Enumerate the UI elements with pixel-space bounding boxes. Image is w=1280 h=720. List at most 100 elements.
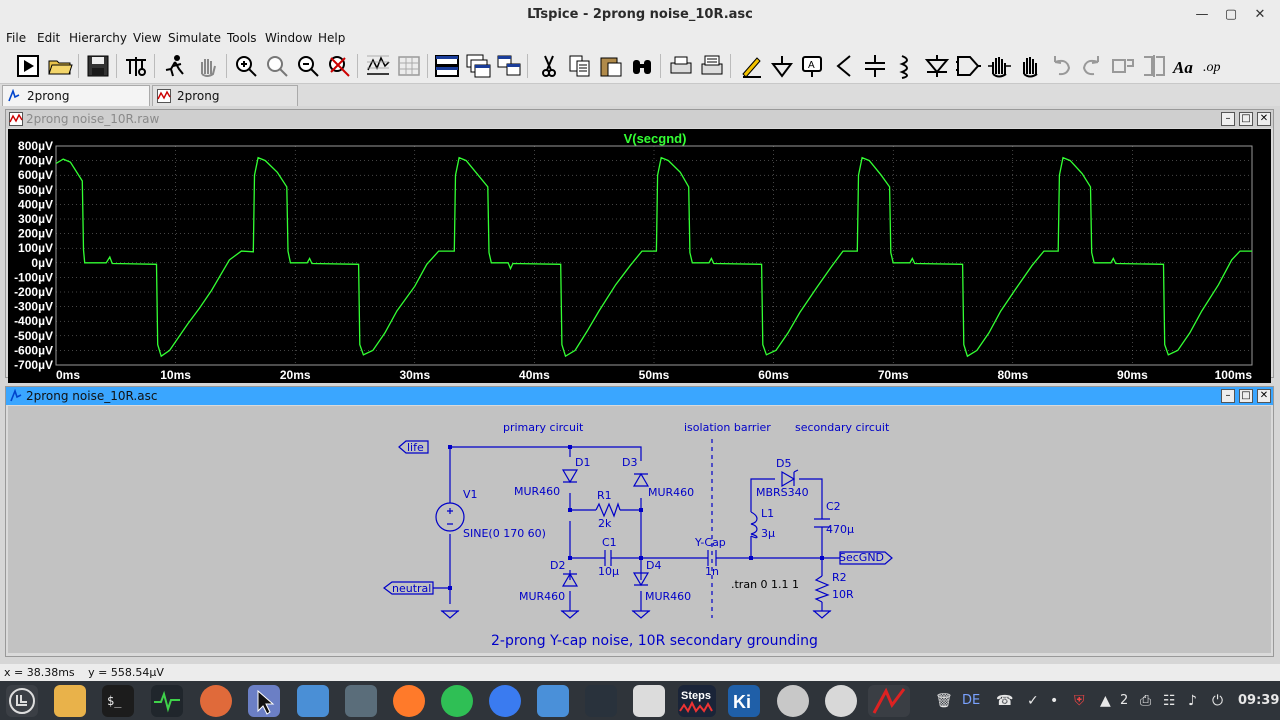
ground-icon[interactable] — [768, 52, 796, 80]
minimize-button[interactable]: – — [1221, 112, 1235, 126]
waveform-window-titlebar[interactable]: 2prong noise_10R.raw – □ ✕ — [6, 110, 1273, 128]
close-button[interactable]: ✕ — [1254, 7, 1266, 22]
run-icon[interactable] — [14, 52, 42, 80]
v1-value[interactable]: SINE(0 170 60) — [463, 527, 546, 540]
schematic-canvas[interactable]: primary circuit isolation barrier second… — [8, 406, 1271, 653]
print-icon[interactable] — [698, 52, 726, 80]
menu-hierarchy[interactable]: Hierarchy — [69, 31, 128, 45]
tran-directive[interactable]: .tran 0 1.1 1 — [731, 578, 799, 591]
trash-icon[interactable]: 🗑 — [935, 693, 953, 709]
c1-label[interactable]: C1 — [602, 536, 617, 549]
open-folder-icon[interactable] — [46, 52, 74, 80]
minimize-button[interactable]: — — [1195, 7, 1209, 22]
l1-value[interactable]: 3µ — [761, 527, 775, 540]
whatsapp-icon[interactable] — [441, 685, 473, 717]
rotate-icon[interactable] — [1109, 52, 1137, 80]
tile-vertical-icon[interactable] — [495, 52, 523, 80]
d4-label[interactable]: D4 — [646, 559, 661, 572]
shield-icon[interactable]: ⛨ — [1074, 693, 1085, 709]
print-setup-icon[interactable] — [667, 52, 695, 80]
net-label-secgnd[interactable]: SecGND — [839, 551, 884, 564]
chart-canvas[interactable]: 800µV700µV600µV500µV400µV300µV200µV100µV… — [8, 129, 1271, 383]
label-net-icon[interactable]: A — [799, 52, 827, 80]
menu-help[interactable]: Help — [318, 31, 346, 45]
trace-label[interactable]: V(secgnd) — [624, 131, 687, 146]
menu-file[interactable]: File — [6, 31, 27, 45]
autorange-icon[interactable] — [364, 52, 392, 80]
power-icon[interactable]: ⏻ — [1212, 693, 1224, 709]
c2-label[interactable]: C2 — [826, 500, 841, 513]
app-icon[interactable] — [393, 685, 425, 717]
close-button[interactable]: ✕ — [1257, 112, 1271, 126]
keyboard-layout[interactable]: DE — [962, 693, 981, 708]
kicad-icon[interactable]: Ki — [728, 685, 760, 717]
grid-icon[interactable] — [395, 52, 423, 80]
component-icon[interactable] — [954, 52, 982, 80]
camera-icon[interactable] — [297, 685, 329, 717]
bluetooth-icon[interactable]: • — [1050, 693, 1059, 709]
wifi-icon[interactable]: ☷ — [1163, 693, 1176, 709]
cascade-icon[interactable] — [464, 52, 492, 80]
printer-icon[interactable]: ⎙ — [1140, 693, 1152, 709]
headphones-icon[interactable] — [585, 685, 617, 717]
control-panel-icon[interactable] — [122, 52, 150, 80]
tile-horizontal-icon[interactable] — [433, 52, 461, 80]
close-button[interactable]: ✕ — [1257, 389, 1271, 403]
net-label-life[interactable]: life — [407, 441, 424, 454]
d1-label[interactable]: D1 — [575, 456, 590, 469]
maximize-button[interactable]: □ — [1239, 112, 1253, 126]
draw-wire-pencil-icon[interactable] — [737, 52, 765, 80]
ycap-label[interactable]: Y-Cap — [694, 536, 726, 549]
ltspice-icon[interactable] — [868, 685, 910, 717]
screenshot-pointer-icon[interactable] — [248, 685, 280, 717]
undo-icon[interactable] — [1047, 52, 1075, 80]
d3-value[interactable]: MUR460 — [648, 486, 694, 499]
mail-icon[interactable] — [537, 685, 569, 717]
d3-label[interactable]: D3 — [622, 456, 637, 469]
signal-icon[interactable] — [489, 685, 521, 717]
paste-icon[interactable] — [597, 52, 625, 80]
save-icon[interactable] — [84, 52, 112, 80]
tab-waveform[interactable]: 2prong noise_10R.raw — [152, 85, 298, 123]
spice-directive-icon[interactable]: .op — [1202, 52, 1230, 80]
move-hand-icon[interactable] — [985, 52, 1013, 80]
text-icon[interactable]: Aa — [1171, 52, 1199, 80]
run-figure-icon[interactable] — [161, 52, 189, 80]
l1-label[interactable]: L1 — [761, 507, 774, 520]
webcam-icon[interactable] — [825, 685, 857, 717]
copy-icon[interactable] — [566, 52, 594, 80]
menu-edit[interactable]: Edit — [37, 31, 61, 45]
files-icon[interactable] — [54, 685, 86, 717]
find-binoculars-icon[interactable] — [628, 52, 656, 80]
minimize-button[interactable]: – — [1221, 389, 1235, 403]
window-icon[interactable] — [345, 685, 377, 717]
webcam-icon[interactable] — [777, 685, 809, 717]
whatsapp-tray-icon[interactable]: ☎ — [996, 693, 1014, 709]
resistor-icon[interactable] — [830, 52, 858, 80]
drag-hand-icon[interactable] — [1016, 52, 1044, 80]
ycap-value[interactable]: 1n — [705, 565, 719, 578]
net-label-neutral[interactable]: neutral — [392, 582, 431, 595]
c2-value[interactable]: 470µ — [826, 523, 854, 536]
trace-line[interactable] — [55, 156, 1252, 358]
volume-icon[interactable]: ♪ — [1188, 693, 1197, 709]
tab-schematic[interactable]: 2prong noise_10R.asc — [2, 85, 150, 123]
r1-label[interactable]: R1 — [597, 489, 612, 502]
capacitor-icon[interactable] — [861, 52, 889, 80]
zoom-in-icon[interactable] — [232, 52, 260, 80]
maximize-button[interactable]: ▢ — [1224, 7, 1238, 22]
halt-hand-icon[interactable] — [193, 52, 221, 80]
zoom-pan-icon[interactable] — [263, 52, 291, 80]
menu-tools[interactable]: Tools — [227, 31, 257, 45]
c1-value[interactable]: 10µ — [598, 565, 619, 578]
r2-label[interactable]: R2 — [832, 571, 847, 584]
redo-icon[interactable] — [1078, 52, 1106, 80]
start-menu-icon[interactable] — [6, 685, 38, 717]
terminal-icon[interactable]: $_ — [102, 685, 134, 717]
d1-value[interactable]: MUR460 — [514, 485, 560, 498]
d4-value[interactable]: MUR460 — [645, 590, 691, 603]
browser-icon[interactable] — [200, 685, 232, 717]
v1-label[interactable]: V1 — [463, 488, 478, 501]
d2-value[interactable]: MUR460 — [519, 590, 565, 603]
d2-label[interactable]: D2 — [550, 559, 565, 572]
